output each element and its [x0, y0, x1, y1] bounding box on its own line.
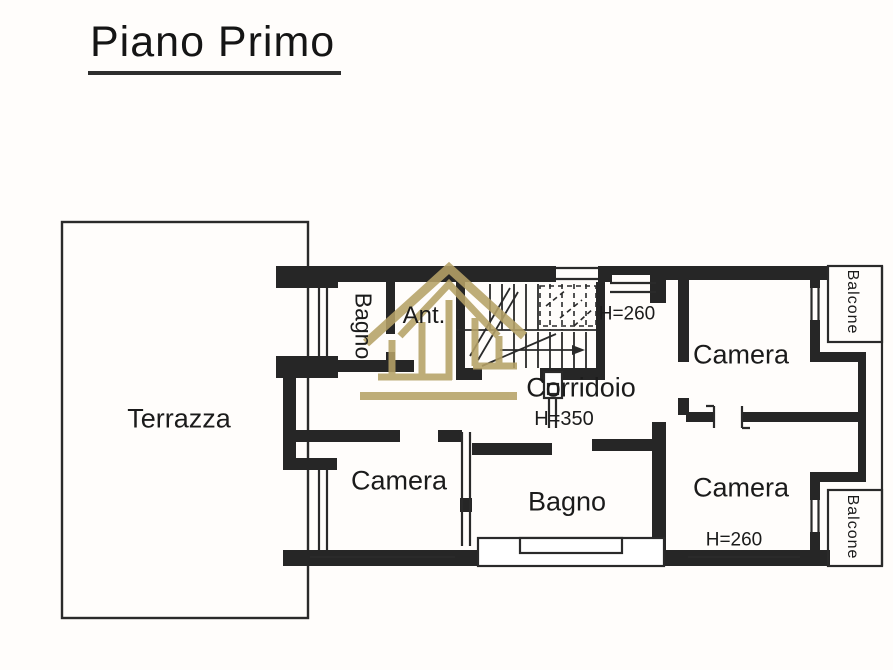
label-ant: Ant.	[402, 302, 446, 329]
label-stairs-height: H=260	[598, 303, 656, 325]
stairs-arrow-head	[572, 345, 585, 355]
thin-line-details	[310, 264, 884, 568]
house-columns-logo-watermark-icon	[360, 261, 528, 400]
label-balcone-bottom: Balcone	[844, 494, 861, 560]
walls	[276, 266, 866, 566]
stairs-dashed-region	[539, 284, 597, 330]
terrace-outline	[60, 220, 310, 620]
label-camera-top-right: Camera	[692, 339, 790, 370]
label-corridoio: Corridoio	[526, 372, 636, 403]
label-camera-bottom-left: Camera	[350, 465, 448, 496]
label-corridoio-height: H=350	[534, 408, 594, 430]
label-camera-br-height: H=260	[705, 529, 763, 551]
label-bagno-top: Bagno	[350, 292, 377, 360]
label-terrazza: Terrazza	[127, 403, 231, 434]
label-bagno-bottom: Bagno	[527, 486, 607, 517]
label-balcone-top: Balcone	[844, 269, 861, 335]
page-title: Piano Primo	[88, 18, 342, 75]
label-camera-bottom-right: Camera	[692, 472, 790, 503]
